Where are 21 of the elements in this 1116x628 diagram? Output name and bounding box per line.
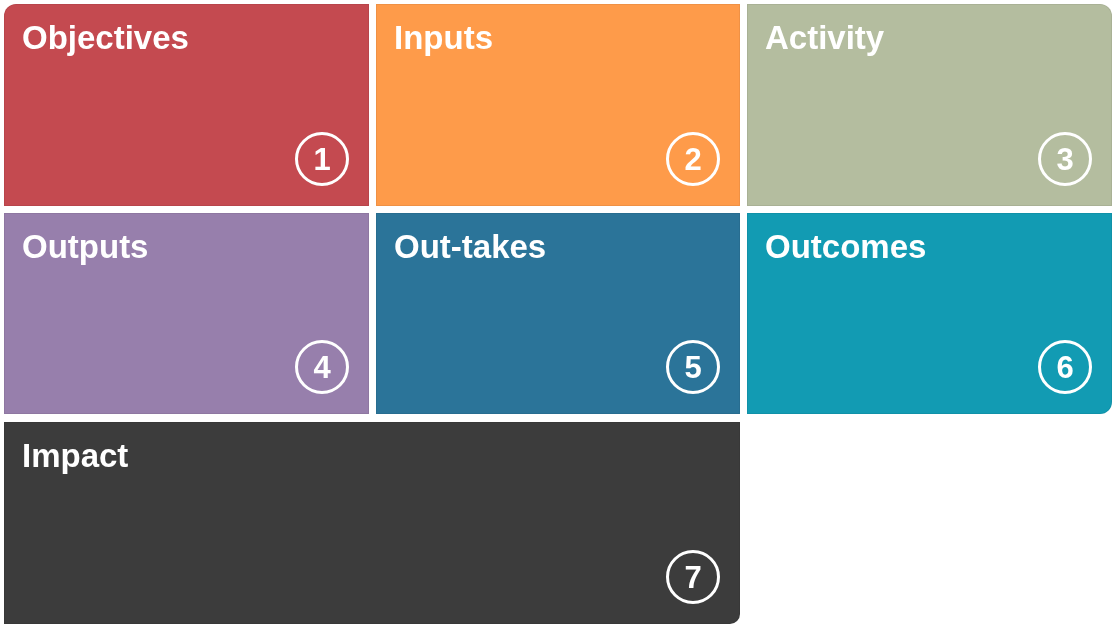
panel-title: Objectives [22, 19, 189, 57]
step-number: 3 [1038, 132, 1092, 186]
category-panel [376, 213, 740, 414]
step-number: 6 [1038, 340, 1092, 394]
category-panel [376, 4, 740, 206]
panel-title: Impact [22, 437, 129, 475]
step-number: 7 [666, 550, 720, 604]
category-panel [4, 422, 740, 624]
step-number: 5 [666, 340, 720, 394]
category-panel [4, 4, 369, 206]
step-number: 4 [295, 340, 349, 394]
panel-title: Outcomes [765, 228, 927, 266]
category-panel [747, 213, 1112, 414]
category-panel [4, 213, 369, 414]
panel-title: Out-takes [394, 228, 547, 266]
panel-title: Activity [765, 19, 885, 57]
step-number: 1 [295, 132, 349, 186]
panel-title: Inputs [394, 19, 493, 57]
category-panel [747, 4, 1112, 206]
step-number: 2 [666, 132, 720, 186]
panel-title: Outputs [22, 228, 149, 266]
